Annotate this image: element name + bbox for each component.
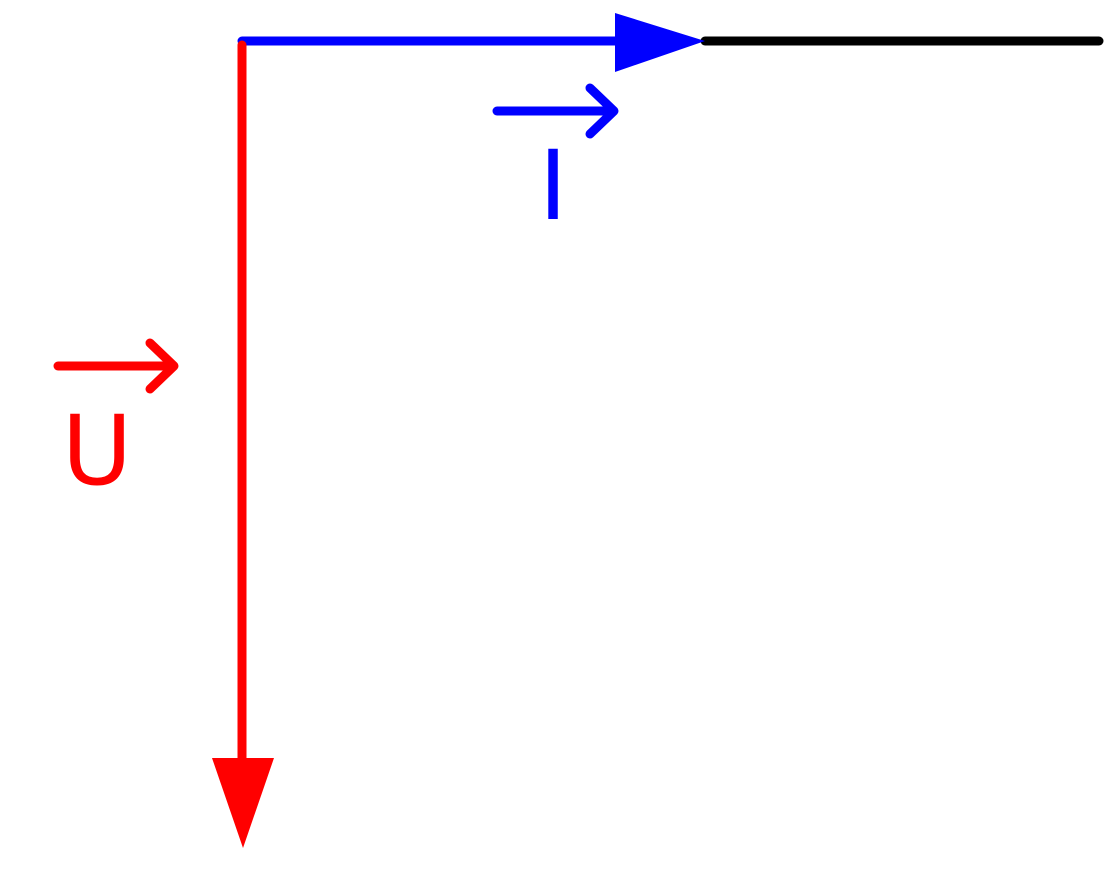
current-vector-arrowhead [615, 13, 705, 72]
current-label: I [539, 130, 567, 242]
voltage-vector-arrowhead [212, 758, 274, 848]
voltage-label: U [62, 395, 132, 507]
voltage-vector-notation-arrow [53, 338, 179, 394]
current-vector-notation-arrow [492, 83, 619, 139]
